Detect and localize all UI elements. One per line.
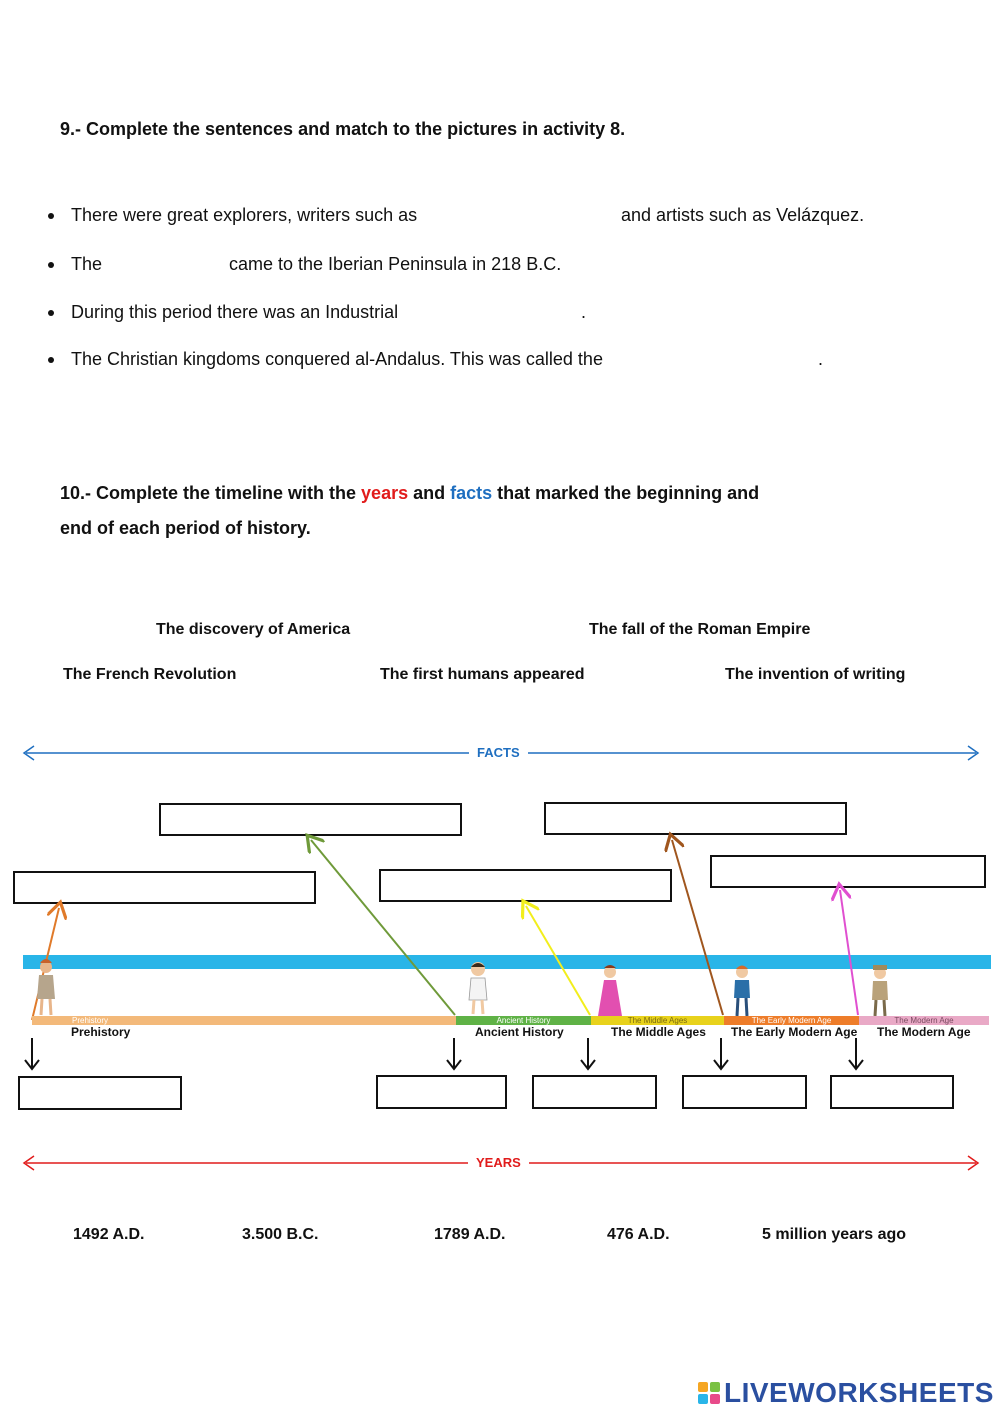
fact-answer-input[interactable] xyxy=(546,804,845,833)
liveworksheets-logo: LIVEWORKSHEETS xyxy=(698,1376,994,1410)
years-axis-label: YEARS xyxy=(468,1155,529,1170)
year-answer-box[interactable] xyxy=(532,1075,657,1109)
down-arrow-icon xyxy=(713,1038,729,1071)
sentence-1-before: There were great explorers, writers such… xyxy=(71,205,418,225)
year-option[interactable]: 3.500 B.C. xyxy=(242,1226,319,1243)
period-strip-ancient-history: Ancient History xyxy=(456,1016,591,1025)
down-arrows xyxy=(24,1038,864,1071)
title-facts: facts xyxy=(450,483,493,503)
period-strip-middle-ages: The Middle Ages xyxy=(591,1016,724,1025)
year-option[interactable]: 476 A.D. xyxy=(607,1226,670,1243)
period-name-middle-ages: The Middle Ages xyxy=(611,1025,706,1039)
sentence-2-after: came to the Iberian Peninsula in 218 B.C… xyxy=(229,254,562,274)
fact-option[interactable]: The discovery of America xyxy=(156,621,351,638)
year-answer-input[interactable] xyxy=(534,1077,655,1107)
logo-letter-tile xyxy=(698,1394,708,1404)
sentence-3-blank[interactable] xyxy=(440,302,575,324)
fact-answer-box[interactable] xyxy=(710,855,986,888)
period-strip-early-modern-age: The Early Modern Age xyxy=(724,1016,859,1025)
fact-option[interactable]: The French Revolution xyxy=(63,666,237,683)
period-strip-modern-age: The Modern Age xyxy=(859,1016,989,1025)
fact-answer-input[interactable] xyxy=(712,857,984,886)
bullet-dot xyxy=(48,213,54,219)
fact-answer-input[interactable] xyxy=(15,873,314,902)
timeline-band xyxy=(23,955,991,969)
fact-answer-box[interactable] xyxy=(159,803,462,836)
year-answer-input[interactable] xyxy=(684,1077,805,1107)
activity-10-title-line2: end of each period of history. xyxy=(60,518,311,538)
logo-grid-icon xyxy=(698,1382,720,1404)
sentence-3-before: During this period there was an Industri… xyxy=(71,302,399,322)
logo-text: LIVEWORKSHEETS xyxy=(724,1377,994,1408)
year-option[interactable]: 5 million years ago xyxy=(762,1226,907,1243)
fact-answer-box[interactable] xyxy=(379,869,672,902)
roman-child-figure-icon xyxy=(468,962,488,1015)
period-name-ancient-history: Ancient History xyxy=(475,1025,564,1039)
year-answer-box[interactable] xyxy=(830,1075,954,1109)
period-name-early-modern-age: The Early Modern Age xyxy=(731,1025,858,1039)
activity-10-title: 10.- Complete the timeline with the year… xyxy=(60,483,759,504)
activity-9-title: 9.- Complete the sentences and match to … xyxy=(60,119,626,139)
year-answer-box[interactable] xyxy=(18,1076,182,1110)
fact-answer-box[interactable] xyxy=(13,871,316,904)
fact-answer-input[interactable] xyxy=(161,805,460,834)
bullet-dot xyxy=(48,262,54,268)
sentence-4-before: The Christian kingdoms conquered al-Anda… xyxy=(71,349,603,369)
title-and: and xyxy=(408,483,451,503)
sentence-4-after: . xyxy=(818,349,824,369)
down-arrow-icon xyxy=(446,1038,462,1071)
fact-option[interactable]: The fall of the Roman Empire xyxy=(589,621,811,638)
logo-letter-tile xyxy=(710,1394,720,1404)
arrow-modern-start xyxy=(840,890,859,1016)
year-option[interactable]: 1789 A.D. xyxy=(434,1226,506,1243)
year-answer-box[interactable] xyxy=(682,1075,807,1109)
sentence-2-blank[interactable] xyxy=(110,254,220,276)
bullet-dot xyxy=(48,310,54,316)
year-answer-input[interactable] xyxy=(832,1077,952,1107)
title-years: years xyxy=(361,483,409,503)
title-part1: 10.- Complete the timeline with the xyxy=(60,483,362,503)
sentence-1-after: and artists such as Velázquez. xyxy=(621,205,865,225)
year-answer-input[interactable] xyxy=(20,1078,180,1108)
year-answer-input[interactable] xyxy=(378,1077,505,1107)
period-strip-prehistory: Prehistory xyxy=(32,1016,456,1025)
year-option[interactable]: 1492 A.D. xyxy=(73,1226,145,1243)
bullet-dot xyxy=(48,357,54,363)
arrow-ancient-start xyxy=(311,840,456,1016)
fact-answer-box[interactable] xyxy=(544,802,847,835)
sentence-1-blank[interactable] xyxy=(460,205,610,227)
sentence-4-blank[interactable] xyxy=(673,349,813,371)
modern-explorer-figure-icon xyxy=(872,965,888,1017)
logo-letter-tile xyxy=(698,1382,708,1392)
year-answer-box[interactable] xyxy=(376,1075,507,1109)
title-part2: that marked the beginning and xyxy=(492,483,760,503)
early-modern-boy-figure-icon xyxy=(734,965,750,1017)
down-arrow-icon xyxy=(848,1038,864,1071)
fact-option[interactable]: The first humans appeared xyxy=(380,666,585,683)
sentence-2-before: The xyxy=(71,254,103,274)
medieval-lady-figure-icon xyxy=(598,965,622,1016)
fact-answer-input[interactable] xyxy=(381,871,670,900)
period-name-modern-age: The Modern Age xyxy=(877,1025,971,1039)
facts-axis-label: FACTS xyxy=(469,745,528,760)
sentence-3-after: . xyxy=(581,302,587,322)
period-name-prehistory: Prehistory xyxy=(71,1025,131,1039)
caveman-figure-icon xyxy=(37,959,55,1016)
down-arrow-icon xyxy=(580,1038,596,1071)
down-arrow-icon xyxy=(24,1038,40,1071)
logo-letter-tile xyxy=(710,1382,720,1392)
fact-option[interactable]: The invention of writing xyxy=(725,666,906,683)
